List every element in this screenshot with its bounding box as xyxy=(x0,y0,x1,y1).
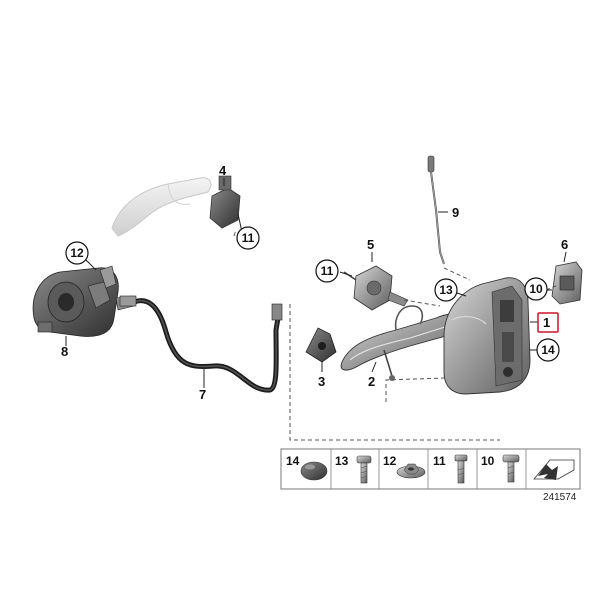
callout-11-middle-label: 11 xyxy=(321,264,334,278)
callout-10-label: 10 xyxy=(529,282,543,296)
callout-7: 7 xyxy=(199,387,206,402)
legend-number-10: 10 xyxy=(481,454,495,468)
callout-5: 5 xyxy=(367,237,374,252)
washer-nut-icon xyxy=(396,463,426,479)
callout-9: 9 xyxy=(452,205,459,220)
callout-1: 1 xyxy=(543,315,550,330)
legend-number-14: 14 xyxy=(286,454,300,468)
callout-14: 14 xyxy=(536,338,560,362)
legend-number-11: 11 xyxy=(433,454,446,468)
assembly-lines xyxy=(233,229,557,441)
callout-14-label: 14 xyxy=(541,343,555,357)
ghost-door-handle xyxy=(111,177,212,237)
callout-1-highlight: 1 xyxy=(537,312,559,333)
plug-cap-icon xyxy=(300,461,328,481)
bowden-cable-part-7 xyxy=(119,295,283,393)
callout-13: 13 xyxy=(434,278,458,302)
callout-13-label: 13 xyxy=(439,283,453,297)
callout-2: 2 xyxy=(368,374,375,389)
fastener-legend: 14 13 12 11 10 xyxy=(280,448,581,490)
striker-plate-part-6 xyxy=(551,261,583,305)
door-lock-part-1 xyxy=(443,277,531,395)
diagram-reference-number: 241574 xyxy=(543,492,577,503)
handle-carrier-part-4 xyxy=(209,175,243,233)
legend-number-12: 12 xyxy=(383,454,397,468)
direction-arrow-icon xyxy=(533,459,575,480)
handle-carrier-part-5 xyxy=(343,265,409,311)
torx-bolt-icon xyxy=(502,454,520,483)
callout-11-middle: 11 xyxy=(315,259,339,283)
lock-button-rod-part-9 xyxy=(427,155,445,265)
legend-number-13: 13 xyxy=(335,454,349,468)
callout-4: 4 xyxy=(219,163,227,178)
bolt-icon xyxy=(454,454,468,484)
callout-11-upper-label: 11 xyxy=(242,231,255,245)
torx-screw-icon xyxy=(356,455,372,484)
lock-cylinder-housing-part-8 xyxy=(32,265,135,337)
callout-3: 3 xyxy=(318,374,325,389)
callout-6: 6 xyxy=(561,237,568,252)
callout-8: 8 xyxy=(61,344,68,359)
callout-12-label: 12 xyxy=(70,246,84,260)
callout-12: 12 xyxy=(65,241,89,265)
outer-door-handle-part-2 xyxy=(340,305,460,381)
seal-part-3 xyxy=(305,327,337,363)
callout-11-upper: 11 xyxy=(236,226,260,250)
callout-10: 10 xyxy=(524,277,548,301)
